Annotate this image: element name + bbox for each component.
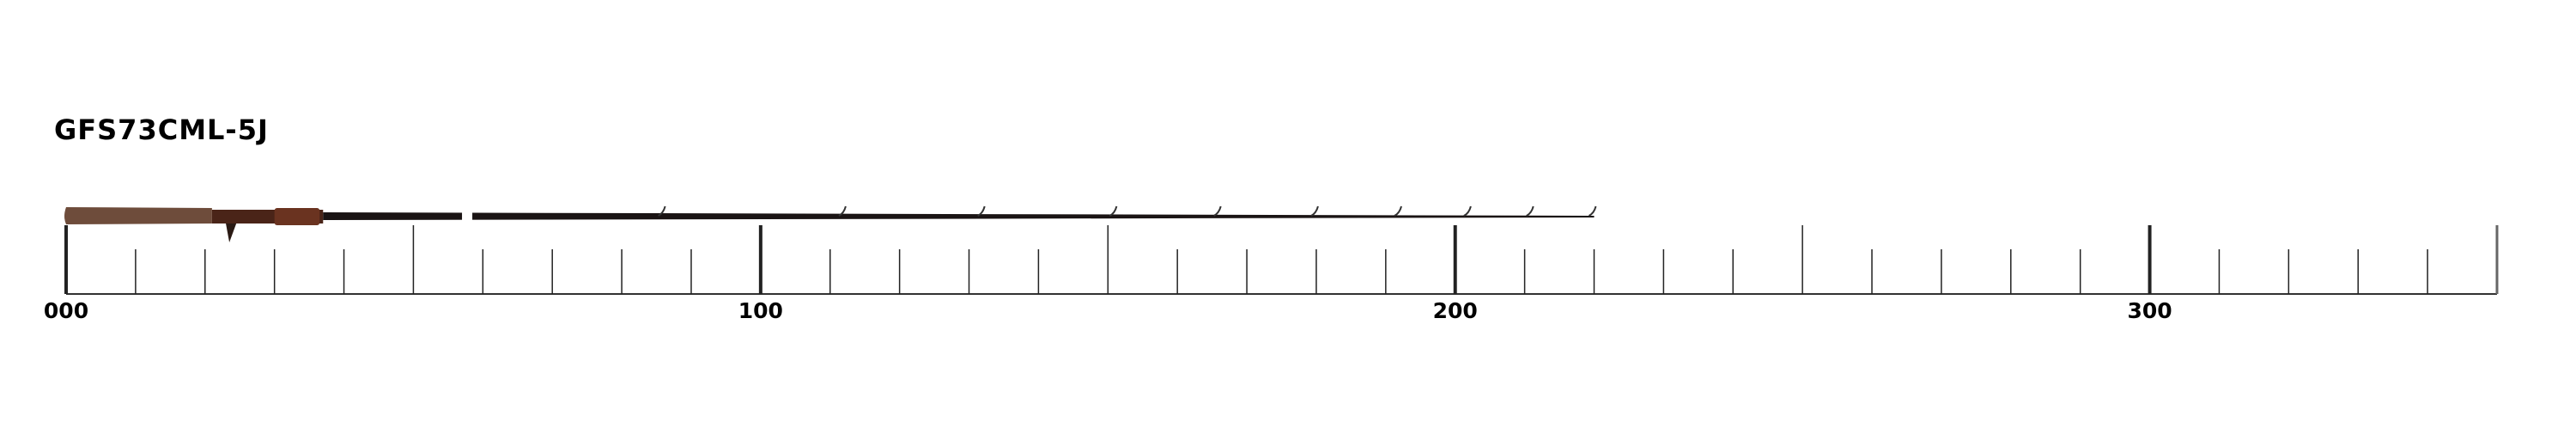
line-guide-icon <box>1213 205 1222 217</box>
ruler-label: 000 <box>44 298 88 323</box>
line-guide-icon <box>838 205 847 217</box>
line-guide-icon <box>977 205 986 217</box>
trigger <box>226 224 237 242</box>
cork-handle <box>64 207 212 224</box>
line-guide-icon <box>1394 205 1402 217</box>
line-guide-icon <box>658 205 666 217</box>
ruler-label: 100 <box>738 298 783 323</box>
rod-model-title: GFS73CML-5J <box>54 113 269 146</box>
line-guide-icon <box>1310 205 1319 217</box>
ruler-label: 300 <box>2127 298 2172 323</box>
line-guide-icon <box>1109 205 1118 217</box>
fishing-rod-image <box>64 205 1597 242</box>
length-ruler: 000 100 200 300 <box>44 225 2499 323</box>
line-guide-icon <box>1526 205 1534 217</box>
ruler-label: 200 <box>1433 298 1478 323</box>
line-guide-icon <box>1589 205 1597 217</box>
blank-joint-gap <box>462 212 473 220</box>
fore-grip <box>274 208 320 225</box>
line-guide-icon <box>1463 205 1472 217</box>
rod-blank <box>323 212 1595 220</box>
